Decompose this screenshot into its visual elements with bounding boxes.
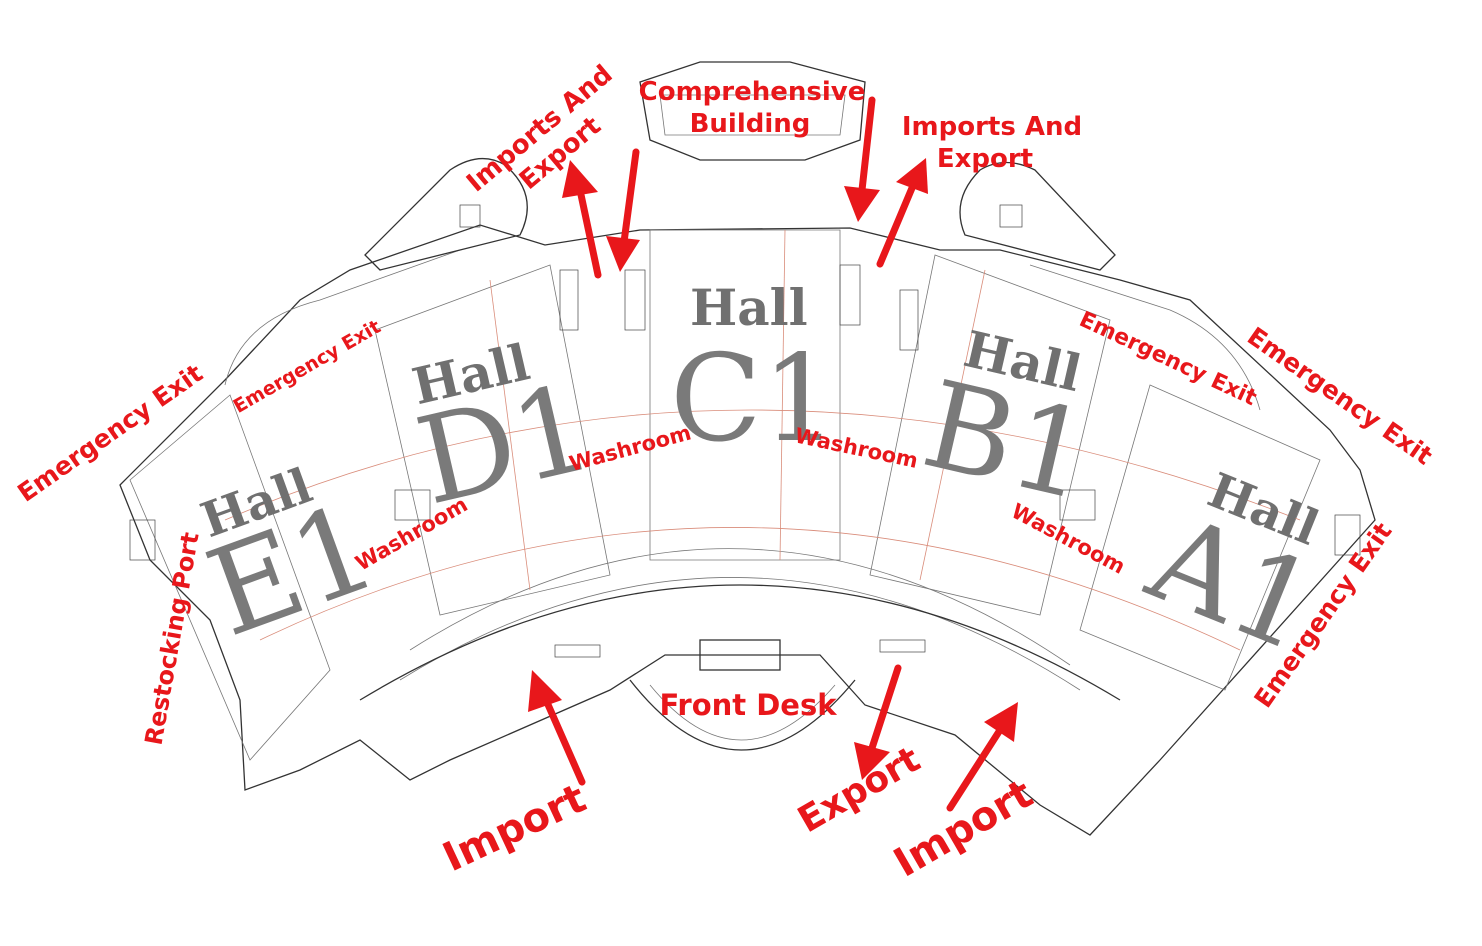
hall-c1-word: Hall — [690, 278, 808, 337]
emergency-exit-far-right: Emergency Exit — [1242, 321, 1438, 470]
arrow-down-right-entry — [844, 96, 880, 222]
import-left-label: Import — [436, 775, 593, 881]
emergency-exit-far-left: Emergency Exit — [12, 358, 208, 507]
arrow-export-bottom — [854, 664, 902, 780]
arrow-import-left — [528, 670, 586, 786]
hall-c1-letter: C1 — [670, 330, 838, 469]
imports-export-right-label-1: Imports And — [902, 112, 1082, 142]
emergency-exit-left: Emergency Exit — [230, 316, 385, 418]
hall-c1: Hall C1 — [670, 278, 838, 469]
arrow-up-left-exit — [562, 160, 602, 279]
restocking-port-label: Restocking Port — [140, 530, 205, 747]
washroom-ed: Washroom — [351, 492, 471, 575]
arrow-down-left-entry — [606, 148, 640, 272]
arrow-up-right-exit — [876, 158, 928, 268]
comprehensive-building-label-2: Building — [690, 109, 811, 139]
hall-b1: Hall B1 — [912, 319, 1104, 528]
hall-d1: Hall D1 — [406, 332, 605, 532]
comprehensive-building-label-1: Comprehensive — [639, 77, 866, 107]
building-walls — [119, 61, 1376, 836]
front-desk-label: Front Desk — [659, 688, 837, 722]
arrow-import-right — [946, 702, 1018, 812]
stair-blocks — [129, 204, 1361, 658]
emergency-exit-right: Emergency Exit — [1075, 307, 1260, 411]
imports-export-left-label: Imports And Export — [461, 59, 618, 198]
imports-export-right-label-2: Export — [937, 144, 1033, 174]
